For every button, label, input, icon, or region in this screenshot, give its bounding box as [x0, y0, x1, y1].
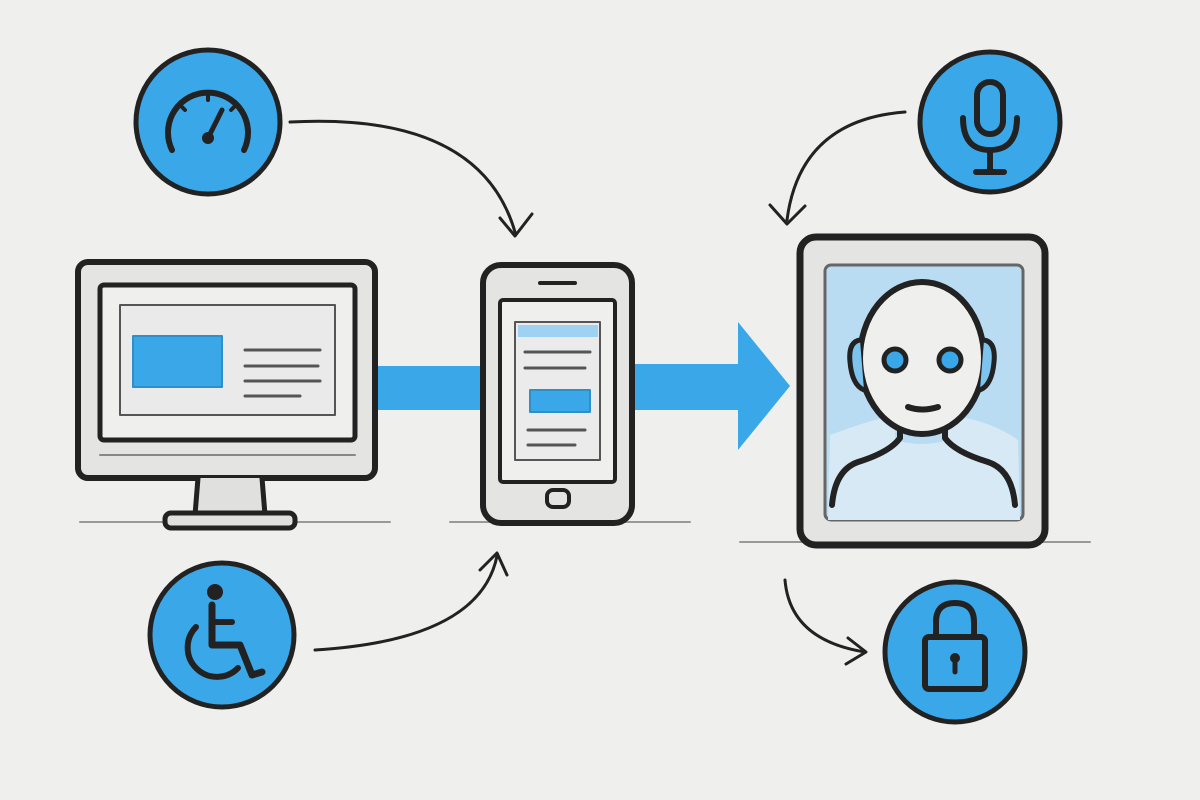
arrow-assistant-to-security [783, 578, 867, 654]
wheelchair-icon [147, 560, 297, 710]
lock-icon [882, 579, 1028, 725]
smartphone-icon [480, 262, 635, 526]
microphone-icon [917, 49, 1063, 195]
speedometer-icon [133, 47, 283, 197]
arrow-accessibility-to-mobile [313, 554, 499, 652]
arrow-performance-to-mobile [288, 119, 517, 234]
flow-band-desktop-to-mobile [372, 366, 487, 410]
desktop-monitor-icon [75, 259, 378, 531]
arrow-voice-to-assistant [785, 110, 907, 222]
robot-avatar-tablet-icon [796, 233, 1049, 549]
flow-arrow-mobile-to-assistant [630, 322, 790, 450]
connector-arrows [288, 110, 907, 666]
